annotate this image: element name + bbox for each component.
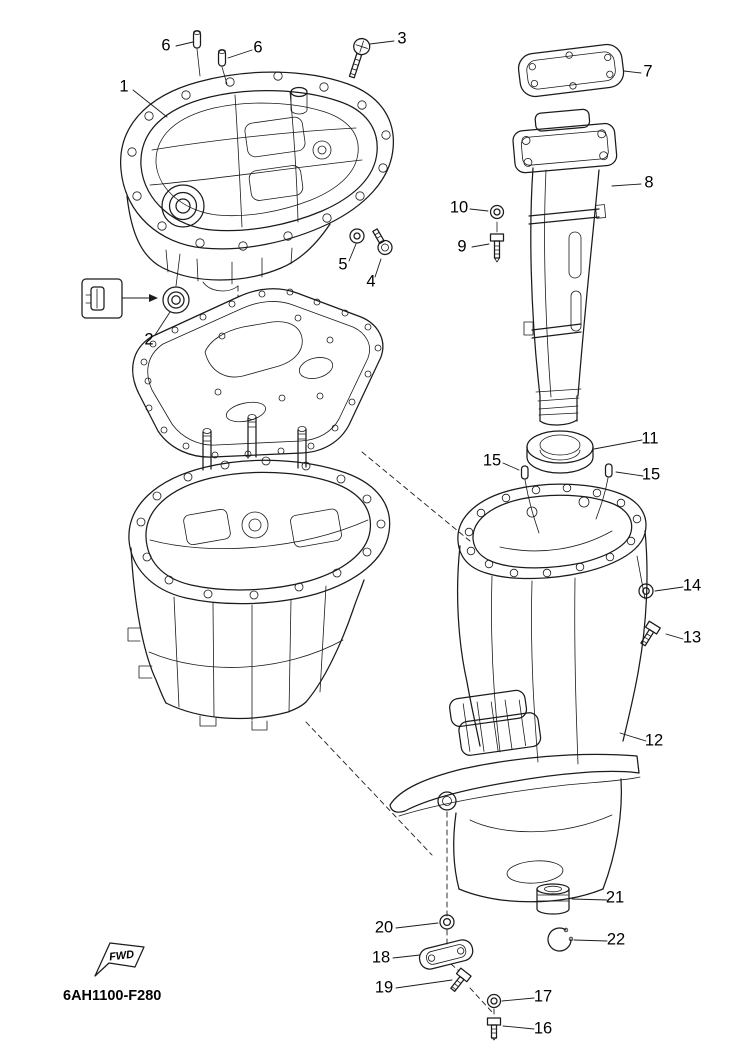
grommet-21-drawing <box>536 883 570 915</box>
callout-3: 3 <box>397 29 407 48</box>
callout-11: 11 <box>641 429 659 448</box>
callout-18: 18 <box>371 948 391 967</box>
callout-2: 2 <box>144 330 154 349</box>
upper-casing-12-drawing <box>389 483 648 903</box>
bolt-19-drawing <box>450 967 472 992</box>
callout-13: 13 <box>682 628 702 647</box>
gasket-7-drawing <box>517 43 625 98</box>
seal-detail-box <box>81 278 158 319</box>
pin-15-drawings <box>520 463 613 534</box>
callout-15-b: 15 <box>641 465 661 484</box>
spacer-20-drawing <box>439 914 455 930</box>
callout-5: 5 <box>338 255 348 274</box>
callout-14: 14 <box>682 576 702 595</box>
bolt-16-drawing <box>486 1017 502 1041</box>
bushing-11-drawing <box>526 430 594 474</box>
seal-2-drawing <box>162 253 190 314</box>
washer-17-drawing <box>486 993 502 1009</box>
callout-17: 17 <box>533 987 553 1006</box>
bolt-9-drawing <box>489 221 505 263</box>
callout-1: 1 <box>119 77 129 96</box>
screw-3-drawing <box>348 37 371 79</box>
callout-4: 4 <box>366 272 376 291</box>
washer-14-drawing <box>636 555 654 600</box>
callout-21: 21 <box>605 888 625 907</box>
callout-6-b: 6 <box>253 38 263 57</box>
circlip-22-drawing <box>547 927 574 952</box>
exhaust-guide-drawing <box>127 414 391 731</box>
plate-18-drawing <box>418 939 474 970</box>
bolt-4-drawing <box>372 228 393 256</box>
callout-15-a: 15 <box>482 451 502 470</box>
washer-5-drawing <box>349 228 365 244</box>
callout-8: 8 <box>644 173 654 192</box>
bolt-13-drawing <box>640 620 661 647</box>
callout-7: 7 <box>643 62 653 81</box>
alignment-dashed-lines <box>237 285 495 1019</box>
washer-10-drawing <box>489 204 505 220</box>
callout-6-a: 6 <box>161 36 171 55</box>
callout-19: 19 <box>374 978 394 997</box>
callout-12: 12 <box>644 731 664 750</box>
callout-10: 10 <box>449 198 469 217</box>
fwd-marker: FWD <box>94 942 145 977</box>
top-cowling-drawing <box>120 71 394 292</box>
dowel-pin-icons <box>192 30 228 85</box>
callout-9: 9 <box>457 237 467 256</box>
callout-22: 22 <box>606 930 626 949</box>
callout-16: 16 <box>533 1019 553 1038</box>
muffler-8-drawing <box>512 108 618 426</box>
diagram-code: 6AH1100-F280 <box>63 988 162 1004</box>
gasket-plate-drawing <box>132 288 384 459</box>
fwd-label: FWD <box>108 949 134 964</box>
callout-20: 20 <box>374 918 394 937</box>
callout-leader-lines <box>132 40 684 1030</box>
